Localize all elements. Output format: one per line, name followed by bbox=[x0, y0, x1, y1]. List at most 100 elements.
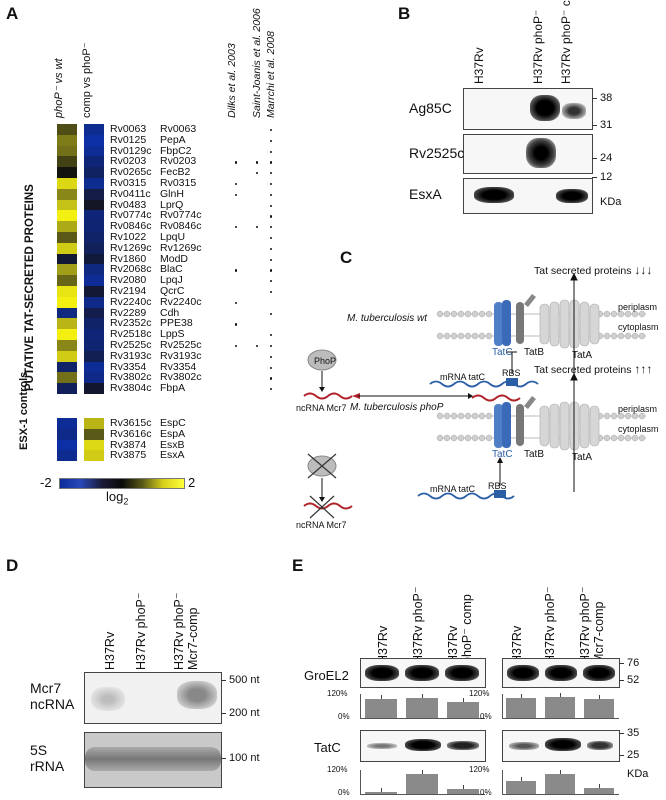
y-tick-120: 120% bbox=[469, 689, 490, 698]
heat-cell-phop-vs-wt bbox=[57, 361, 77, 373]
heat-cell-phop-vs-wt bbox=[57, 329, 77, 341]
heat-cell-comp-vs-phop bbox=[84, 145, 104, 157]
membrane-mut bbox=[436, 412, 646, 442]
band bbox=[526, 138, 556, 168]
heat-cell-phop-vs-wt bbox=[57, 418, 77, 430]
error-bar bbox=[521, 694, 523, 698]
row-rv-id: Rv3804c bbox=[110, 382, 152, 395]
band bbox=[367, 743, 397, 749]
blot-tatc-right bbox=[502, 730, 620, 762]
tatc-left-axis bbox=[360, 770, 485, 795]
band bbox=[405, 739, 441, 751]
row-rv-id: Rv0063 bbox=[110, 123, 147, 135]
heat-cell-phop-vs-wt bbox=[57, 372, 77, 384]
blot-label-ag85c: Ag85C bbox=[409, 100, 452, 116]
reference-dot bbox=[235, 323, 238, 326]
heat-cell-phop-vs-wt bbox=[57, 124, 77, 136]
reference-dot bbox=[270, 334, 273, 337]
heat-cell-comp-vs-phop bbox=[84, 253, 104, 265]
tata-protein-mut bbox=[539, 401, 600, 451]
quant-bar bbox=[405, 774, 439, 794]
band bbox=[85, 747, 221, 771]
blot-label-mcr7: Mcr7 ncRNA bbox=[30, 680, 75, 712]
row-protein-name: FbpA bbox=[160, 382, 186, 395]
label-ncrna-wt: ncRNA Mcr7 bbox=[296, 403, 347, 413]
row-protein-name: Rv3354 bbox=[160, 360, 197, 373]
heat-cell-comp-vs-phop bbox=[84, 275, 104, 287]
label-rbs-mut: RBS bbox=[488, 481, 507, 491]
marker-24: 24 bbox=[600, 152, 613, 164]
heat-cell-comp-vs-phop bbox=[84, 124, 104, 136]
row-protein-name: Rv0774c bbox=[160, 209, 202, 222]
row-rv-id: Rv0203 bbox=[110, 155, 147, 168]
marker-tick bbox=[592, 98, 597, 99]
heat-cell-phop-vs-wt bbox=[57, 428, 77, 440]
heat-cell-phop-vs-wt bbox=[57, 350, 77, 362]
heat-cell-comp-vs-phop bbox=[84, 178, 104, 190]
heat-cell-phop-vs-wt bbox=[57, 450, 77, 462]
marker-unit: KDa bbox=[600, 196, 622, 208]
heat-cell-comp-vs-phop bbox=[84, 232, 104, 244]
tatb-protein-mut bbox=[516, 396, 536, 446]
row-rv-id: Rv2289 bbox=[110, 306, 147, 319]
heat-cell-phop-vs-wt bbox=[57, 253, 77, 265]
row-rv-id: Rv3193c bbox=[110, 349, 152, 362]
row-protein-name: EspA bbox=[160, 427, 186, 440]
heat-cell-comp-vs-phop bbox=[84, 439, 104, 451]
reference-dot bbox=[256, 226, 259, 229]
row-rv-id: Rv0483 bbox=[110, 198, 147, 211]
band bbox=[562, 103, 586, 119]
y-tick-0: 0% bbox=[338, 712, 350, 721]
row-protein-name: Rv1269c bbox=[160, 241, 202, 254]
heat-cell-phop-vs-wt bbox=[57, 210, 77, 222]
row-rv-id: Rv0315 bbox=[110, 177, 147, 189]
marker-tick bbox=[619, 733, 624, 734]
label-mrna-tatc-wt: mRNA tatC bbox=[440, 372, 486, 382]
band bbox=[405, 665, 439, 681]
blot-mcr7 bbox=[84, 672, 222, 724]
reference-dot bbox=[270, 204, 273, 207]
error-bar bbox=[598, 784, 600, 788]
heat-cell-comp-vs-phop bbox=[84, 350, 104, 362]
quant-bar bbox=[544, 697, 576, 718]
reference-dot bbox=[270, 237, 273, 240]
heat-cell-phop-vs-wt bbox=[57, 156, 77, 168]
tat-schematic bbox=[303, 272, 646, 519]
col-header-comp-vs-phop: comp vs phoP⁻ bbox=[81, 42, 93, 118]
color-scale-bar bbox=[59, 478, 185, 489]
reference-dot bbox=[235, 226, 238, 229]
scale-max-label: 2 bbox=[188, 475, 196, 490]
scale-min-label: -2 bbox=[40, 475, 52, 490]
blot-rv2525c bbox=[463, 134, 593, 174]
band bbox=[530, 95, 560, 121]
heat-cell-phop-vs-wt bbox=[57, 439, 77, 451]
panel-letter-b: B bbox=[398, 4, 411, 23]
row-rv-id: Rv3875 bbox=[110, 449, 147, 462]
row-protein-name: ModD bbox=[160, 252, 189, 265]
heat-cell-comp-vs-phop bbox=[84, 361, 104, 373]
label-mtb-phop: M. tuberculosis phoP bbox=[350, 402, 444, 413]
reference-dot bbox=[270, 269, 273, 272]
heat-cell-phop-vs-wt bbox=[57, 296, 77, 308]
heat-cell-comp-vs-phop bbox=[84, 188, 104, 200]
reference-dot bbox=[270, 150, 273, 153]
panel-letter-c: C bbox=[340, 248, 353, 267]
scale-unit-label: log2 bbox=[106, 489, 129, 507]
heat-cell-comp-vs-phop bbox=[84, 450, 104, 462]
band bbox=[583, 665, 615, 681]
heat-cell-comp-vs-phop bbox=[84, 372, 104, 384]
row-protein-name: LpqJ bbox=[160, 274, 183, 287]
heat-cell-phop-vs-wt bbox=[57, 264, 77, 276]
blot-groel-left bbox=[360, 658, 486, 688]
quant-bar bbox=[364, 792, 397, 794]
heat-cell-comp-vs-phop bbox=[84, 210, 104, 222]
heat-cell-comp-vs-phop bbox=[84, 199, 104, 211]
label-tatc-mut: TatC bbox=[492, 449, 513, 460]
reference-dot bbox=[256, 161, 259, 164]
row-rv-id: Rv3616c bbox=[110, 427, 152, 440]
reference-dot bbox=[235, 161, 238, 164]
group-label-esx: ESX-1 controls bbox=[18, 371, 30, 450]
row-rv-id: Rv0774c bbox=[110, 209, 152, 222]
band bbox=[365, 665, 399, 681]
row-rv-id: Rv0125 bbox=[110, 133, 147, 146]
